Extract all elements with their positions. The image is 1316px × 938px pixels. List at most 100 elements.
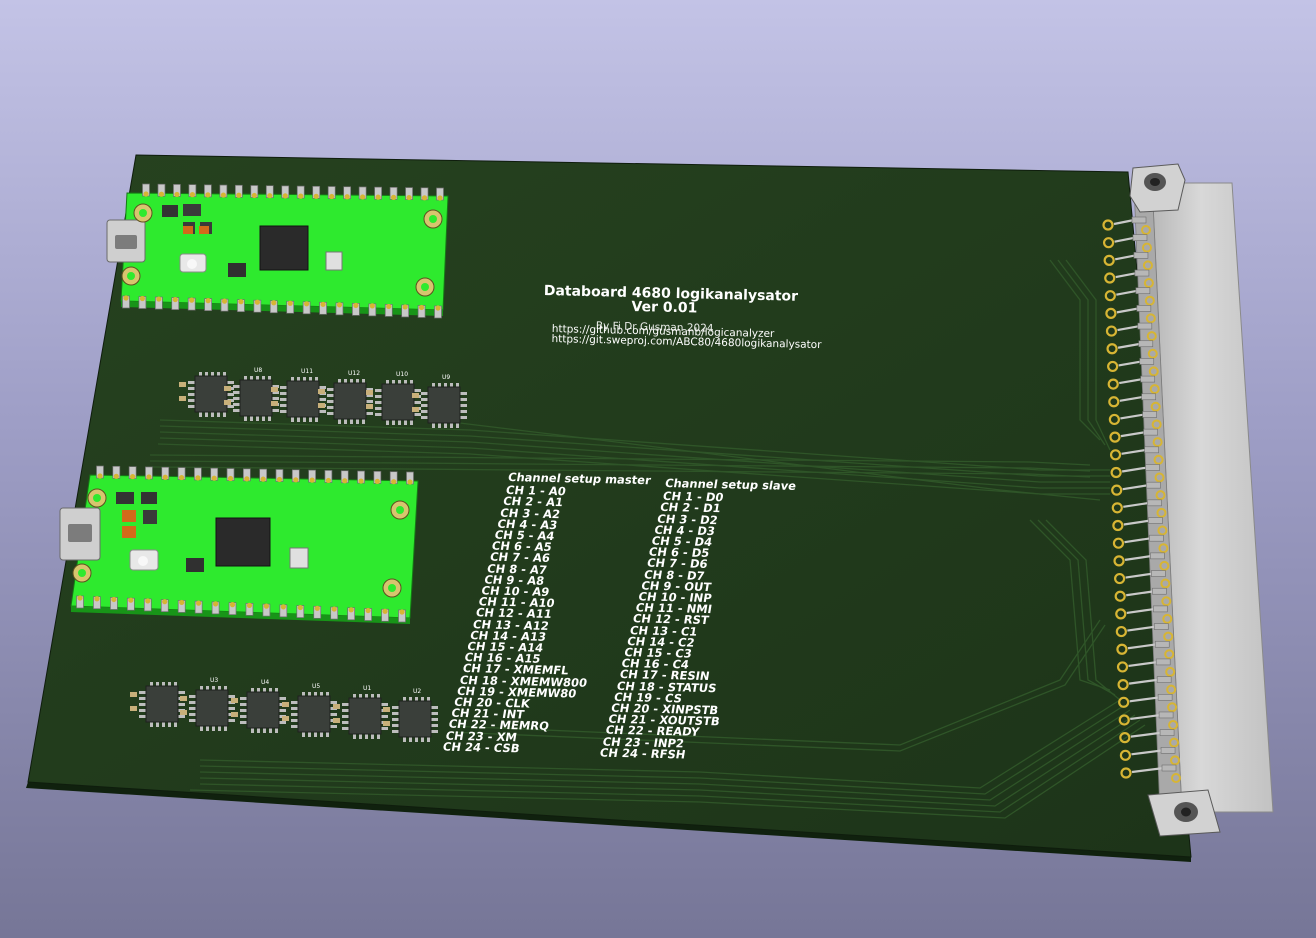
ic-chip <box>179 372 234 417</box>
connector-pin <box>1117 676 1177 695</box>
pico-header-pin <box>319 301 327 315</box>
pico-header-pin <box>242 468 251 482</box>
connector-pin <box>1105 305 1156 324</box>
pico-header-pin <box>364 607 372 621</box>
pico-header-pin <box>138 295 147 309</box>
pico-header-pin <box>308 469 316 483</box>
connector-pin <box>1118 711 1179 730</box>
pico-board-upper[interactable] <box>106 183 449 319</box>
connector-pin <box>1109 446 1164 465</box>
pico-header-pin <box>324 470 333 484</box>
pico-header-pin <box>210 467 219 481</box>
pico-header-pin <box>154 296 163 310</box>
pico-header-pin <box>279 604 288 618</box>
connector-pin <box>1116 658 1176 677</box>
pico-header-pin <box>312 185 321 199</box>
ic-ref-label: U2 <box>413 688 421 695</box>
pico-header-pin <box>253 299 262 313</box>
connector-pin <box>1112 534 1169 554</box>
board-title-block: Databoard 4680 logikanalysator Ver 0.01 <box>543 283 799 319</box>
pico-header-pin <box>291 469 300 483</box>
pico-header-pin <box>145 466 153 480</box>
connector-pin <box>1108 411 1162 430</box>
rp2040-chip-upper <box>259 225 309 271</box>
pcb-board <box>27 154 1192 858</box>
pico-header-pin <box>330 606 339 620</box>
pico-header-pin <box>384 303 393 317</box>
connector-pin <box>1109 428 1163 448</box>
pico-header-pin <box>313 605 322 619</box>
pico-header-pin <box>286 300 295 314</box>
connector-pin <box>1114 570 1171 589</box>
ic-chip <box>318 379 373 424</box>
pico-header-pin <box>126 597 135 611</box>
pico-header-pin <box>401 304 410 318</box>
pico-header-pin <box>352 302 360 316</box>
connector-pin <box>1115 605 1173 624</box>
connector-pin <box>1102 234 1152 253</box>
pico-header-pin <box>93 596 101 610</box>
pico-header-pin <box>302 301 311 315</box>
pico-header-pin <box>262 603 271 617</box>
pico-header-pin <box>389 471 398 485</box>
pico-header-pin <box>296 604 305 618</box>
pico-header-pin <box>340 470 349 484</box>
pico-header-pin <box>373 471 382 484</box>
board-links-block: By Fi Dr Gusman 2024 https://github.com/… <box>551 320 821 351</box>
connector-pin <box>1120 764 1181 783</box>
pico-header-pin <box>187 297 196 311</box>
pico-header-pin <box>112 465 121 479</box>
pico-header-pin <box>434 305 442 319</box>
ic-ref-label: U8 <box>254 367 262 374</box>
pico-header-pin <box>374 186 382 200</box>
pico-header-pin <box>226 468 235 482</box>
connector-pin <box>1108 393 1161 412</box>
ic-chip <box>333 694 388 739</box>
connector-pin <box>1119 729 1180 748</box>
connector-pin <box>1107 375 1160 395</box>
ic-ref-label: U9 <box>442 374 450 381</box>
pico-header-pin <box>327 186 336 200</box>
edge-connector <box>1102 163 1274 837</box>
pico-header-pin <box>237 299 245 313</box>
pico-header-pin <box>211 601 220 615</box>
connector-pin <box>1118 693 1178 713</box>
pico-header-pin <box>204 298 212 311</box>
pico-header-pin <box>405 187 413 201</box>
pico-header-pin <box>269 300 278 314</box>
pico-header-pin <box>245 602 254 616</box>
connector-pin <box>1103 252 1153 271</box>
pico-header-pin <box>177 467 186 481</box>
pico-header-pin <box>76 595 84 609</box>
pico-header-pin <box>188 184 197 198</box>
connector-pin <box>1116 640 1175 660</box>
pico-header-pin <box>234 184 243 198</box>
connector-pin <box>1111 499 1167 518</box>
pcb-edge <box>26 782 1191 862</box>
pico-header-pin <box>275 469 284 483</box>
ic-chip <box>224 376 279 421</box>
pico-header-pin <box>265 185 274 199</box>
rp2040-chip-lower <box>215 517 271 567</box>
pico-header-pin <box>398 609 406 623</box>
connector-pin <box>1119 747 1181 766</box>
connector-pin <box>1112 517 1168 536</box>
pico-header-pin <box>157 183 166 197</box>
pico-header-pin <box>417 304 426 318</box>
connector-pin <box>1104 269 1154 289</box>
pico-header-pin <box>381 608 389 622</box>
pico-header-pin <box>343 186 352 200</box>
pico-header-pin <box>228 602 237 615</box>
connector-pin <box>1114 587 1172 607</box>
connector-pin <box>1107 358 1159 377</box>
pico-header-pin <box>171 296 180 310</box>
ic-ref-label: U11 <box>301 368 313 375</box>
connector-pin <box>1106 340 1158 359</box>
pico-header-pin <box>281 185 290 199</box>
ic-ref-label: U12 <box>348 370 360 377</box>
pico-board-lower[interactable] <box>59 465 419 624</box>
pico-header-pin <box>335 302 344 316</box>
slave-channel-line: CH 24 - RFSH <box>598 745 687 762</box>
